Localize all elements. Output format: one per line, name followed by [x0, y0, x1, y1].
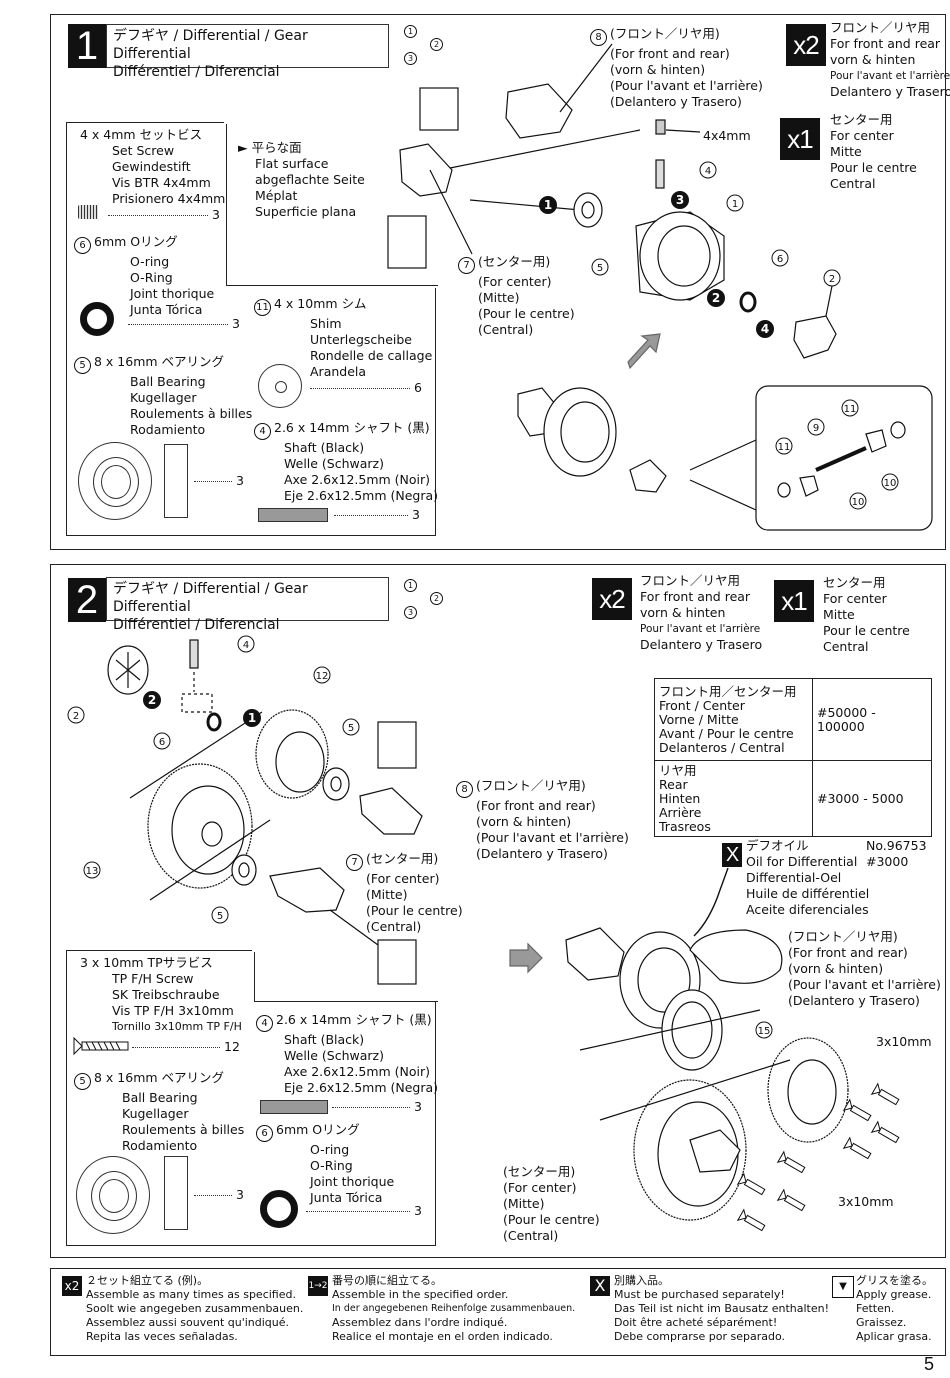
order-icon: 1 2 3: [402, 578, 446, 620]
part8-label: 8(フロント／リヤ用) (For front and rear) (vorn &…: [456, 778, 629, 862]
svg-text:9: 9: [813, 423, 819, 434]
oring-icon: [80, 302, 114, 336]
svg-text:5: 5: [217, 911, 223, 922]
shim-icon: [258, 364, 302, 408]
shaft-icon: [260, 1100, 328, 1114]
svg-text:10: 10: [852, 497, 865, 508]
bearing-icon: [78, 442, 152, 520]
legend-order: 番号の順に組立てる。Assemble in the specified orde…: [332, 1274, 576, 1343]
x2-icon: x2: [62, 1276, 82, 1296]
setscrew-part: 4 x 4mm セットビス Set Screw Gewindestift Vis…: [80, 127, 226, 206]
svg-text:12: 12: [316, 671, 329, 682]
multiplier-x1-badge: x1: [774, 580, 814, 622]
svg-text:2: 2: [73, 711, 79, 722]
svg-text:3: 3: [676, 193, 684, 207]
multiplier-x2-badge: x2: [592, 578, 632, 620]
bearing-icon: [76, 1156, 150, 1234]
oring-icon: [260, 1190, 298, 1228]
tpscrew-part: 3 x 10mm TPサラビス TP F/H Screw SK Treibsch…: [80, 955, 242, 1033]
part7-label: 7(センター用) (For center) (Mitte) (Pour le c…: [346, 851, 463, 935]
step1-exploded-diagram: 1 3 2 4 4 1 5 6 2 11 9 11 10 10: [387, 43, 933, 531]
svg-text:10: 10: [884, 478, 897, 489]
svg-text:11: 11: [844, 404, 857, 415]
purchase-separately-x-icon: X: [722, 843, 742, 867]
svg-text:4: 4: [243, 640, 249, 651]
right-center-label: (センター用)(For center) (Mitte)(Pour le cent…: [503, 1164, 600, 1243]
order-icon: 1→2: [308, 1276, 328, 1296]
part8-label: 8(フロント／リヤ用) (For front and rear) (vorn &…: [590, 26, 763, 110]
svg-text:2: 2: [829, 274, 835, 285]
order-icon: 1 2 3: [402, 24, 446, 66]
step2-number: 2: [68, 578, 106, 622]
svg-text:1: 1: [544, 198, 552, 212]
svg-text:1: 1: [248, 711, 256, 725]
purchase-separately-x-icon: X: [590, 1276, 610, 1296]
flat-surface-label: ► 平らな面 Flat surface abgeflachte Seite Mé…: [238, 140, 365, 219]
legend-purchase: 別購入品。Must be purchased separately!Das Te…: [614, 1274, 829, 1343]
bearing-side-icon: [164, 1156, 188, 1230]
step1-title: デフギヤ / Differential / Gear Differential …: [106, 24, 389, 80]
screw-size-callout-top: 3x10mm: [876, 1034, 932, 1049]
svg-text:13: 13: [86, 866, 99, 877]
part7-label: 7(センター用) (For center) (Mitte) (Pour le c…: [458, 254, 575, 338]
svg-text:6: 6: [777, 254, 783, 265]
grease-icon: ▼: [832, 1276, 854, 1298]
screw-size-callout-bottom: 3x10mm: [838, 1194, 894, 1209]
svg-text:2: 2: [148, 693, 156, 707]
step2-title: デフギヤ / Differential / Gear Differential …: [106, 577, 389, 633]
page-number: 5: [924, 1354, 935, 1374]
legend-panel: [50, 1268, 946, 1356]
shaft-icon: [258, 508, 328, 522]
setscrew-icon: [78, 205, 98, 219]
tpscrew-icon: [73, 1036, 129, 1056]
svg-text:2: 2: [712, 291, 720, 305]
oil-part-number: No.96753#3000: [866, 838, 927, 869]
multiplier-x2-badge: x2: [786, 24, 826, 66]
screw-size-callout: 4x4mm: [703, 128, 751, 143]
legend-grease: グリスを塗る。Apply grease.Fetten. Graissez.Apl…: [856, 1274, 933, 1343]
svg-text:6: 6: [159, 737, 165, 748]
bearing-side-icon: [164, 444, 188, 518]
svg-text:15: 15: [758, 1026, 771, 1037]
step1-number: 1: [68, 24, 106, 68]
svg-text:4: 4: [761, 322, 769, 336]
svg-text:11: 11: [778, 442, 791, 453]
legend-repeat: ２セット組立てる (例)。Assemble as many times as s…: [86, 1274, 304, 1343]
svg-text:1: 1: [732, 199, 738, 210]
svg-text:4: 4: [705, 166, 711, 177]
multiplier-x1-badge: x1: [780, 118, 820, 160]
svg-text:5: 5: [597, 263, 603, 274]
right-front-label: (フロント／リヤ用)(For front and rear) (vorn & h…: [788, 929, 941, 1008]
svg-text:5: 5: [348, 723, 354, 734]
